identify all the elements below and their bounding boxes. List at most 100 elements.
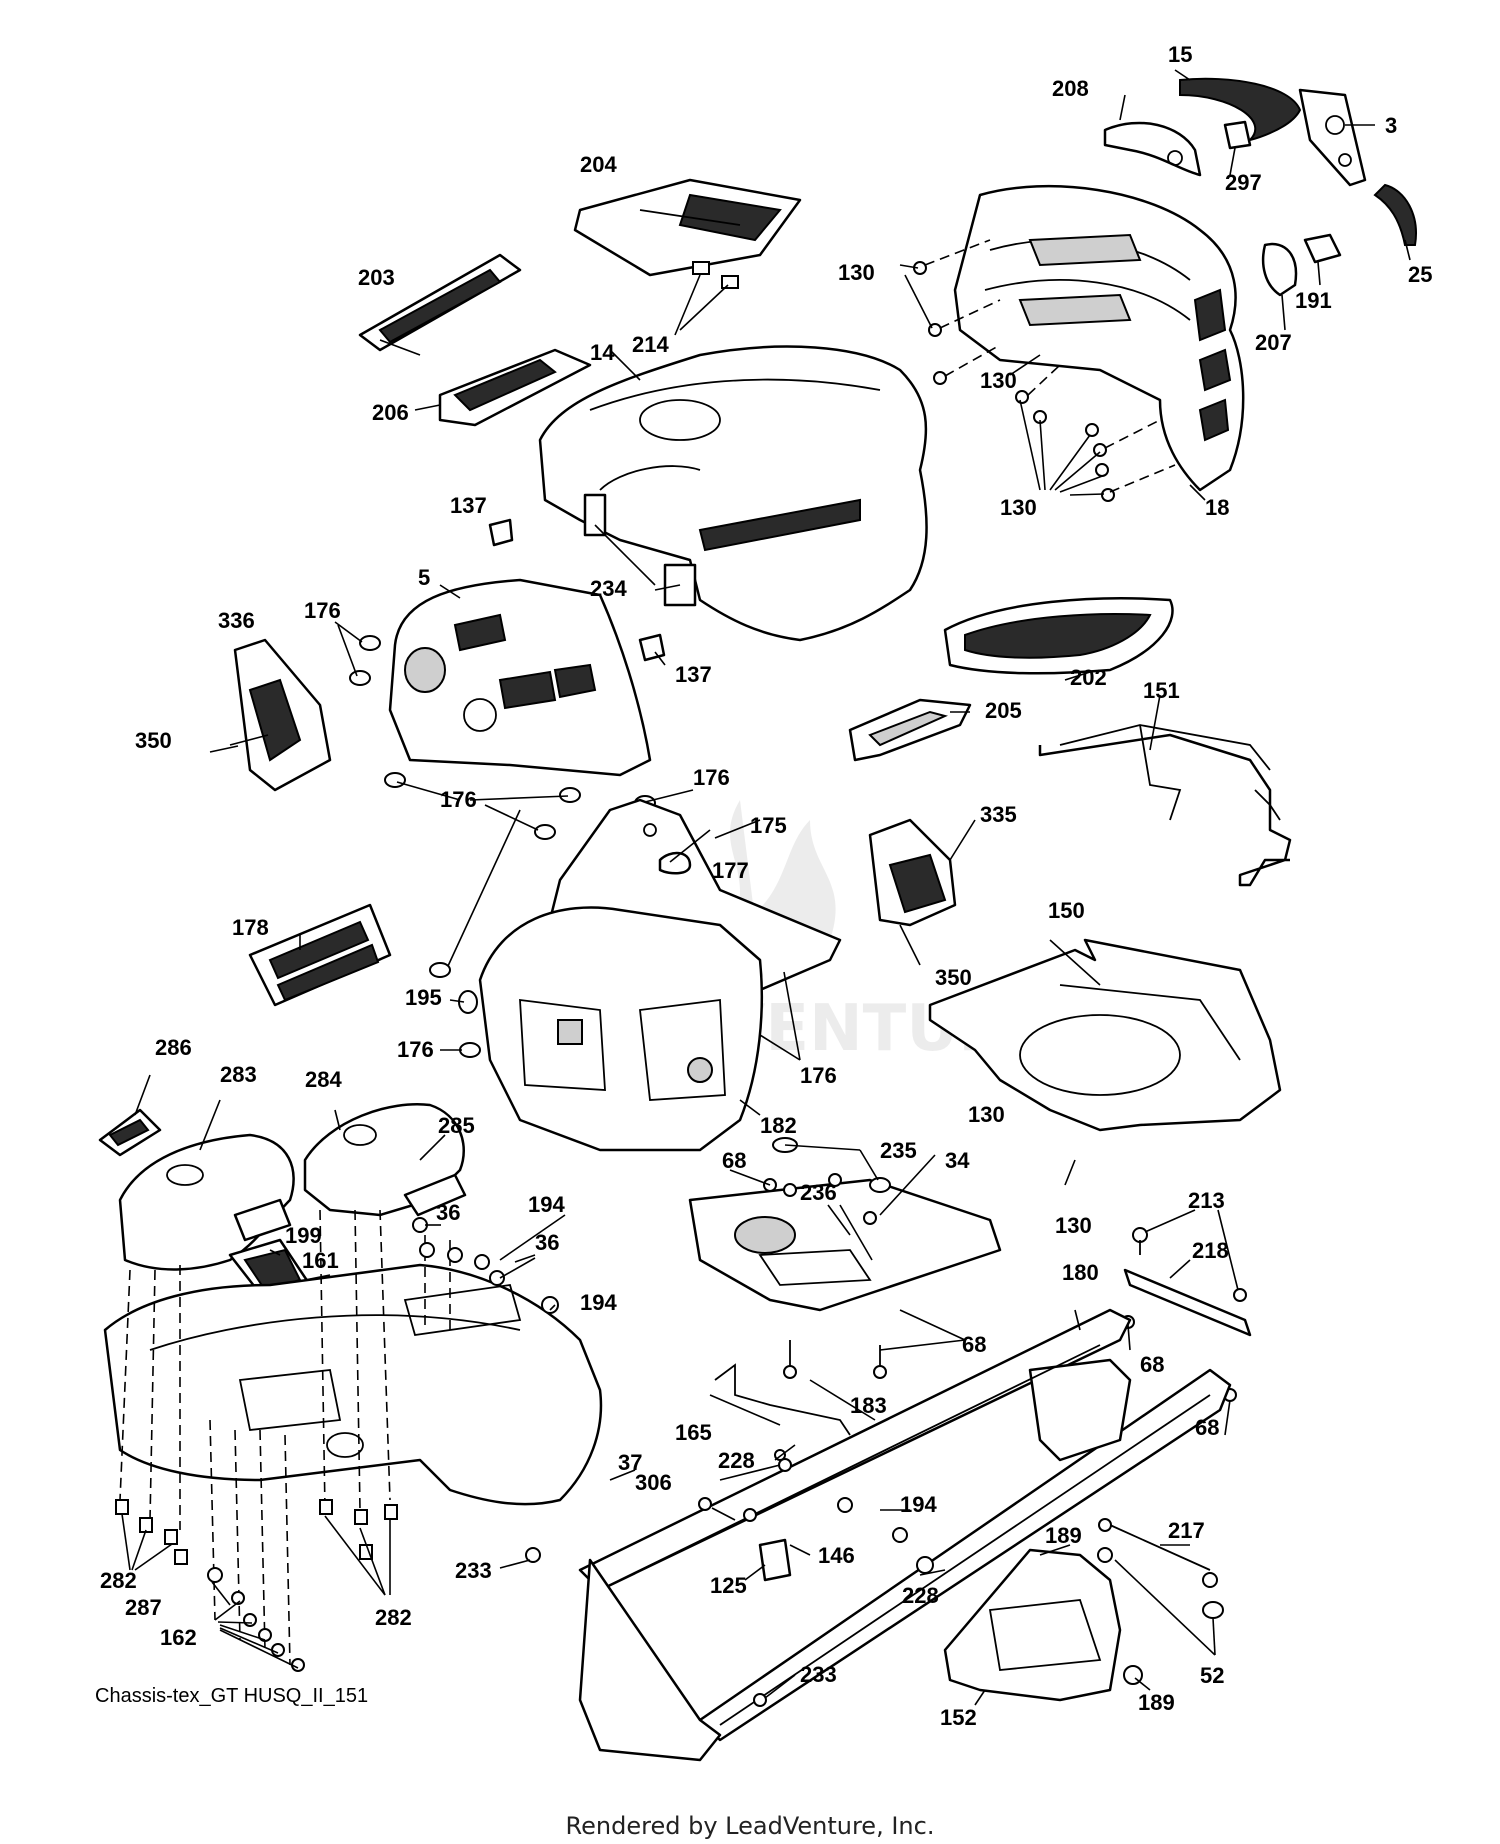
part-177-fitting [658, 851, 692, 875]
part-14-hood [538, 345, 928, 642]
callout-labels: 15 208 3 297 204 25 203 130 191 214 207 … [100, 42, 1432, 1730]
hardware-36-194 [412, 1217, 559, 1314]
callout-285: 285 [438, 1113, 475, 1138]
callout-130e: 130 [1055, 1213, 1092, 1238]
callout-284: 284 [305, 1067, 342, 1092]
callout-25: 25 [1408, 262, 1432, 287]
dashed-leaders [119, 1209, 451, 1666]
callout-130a: 130 [838, 260, 875, 285]
part-282-clips [115, 1499, 398, 1565]
part-137-clip-a [488, 518, 514, 547]
part-18-front-grille [953, 184, 1245, 492]
callout-189b: 189 [1138, 1690, 1175, 1715]
callout-336: 336 [218, 608, 255, 633]
callout-217: 217 [1168, 1518, 1205, 1543]
callout-130c: 130 [1000, 495, 1037, 520]
part-191-clip [1303, 233, 1342, 264]
callout-350a: 350 [135, 728, 172, 753]
callout-137a: 137 [450, 493, 487, 518]
part-206-insert [438, 348, 592, 427]
callout-182: 182 [760, 1113, 797, 1138]
part-3-panel [1298, 88, 1367, 187]
callout-203: 203 [358, 265, 395, 290]
callout-235: 235 [880, 1138, 917, 1163]
callout-3: 3 [1385, 113, 1397, 138]
callout-228a: 228 [718, 1448, 755, 1473]
callout-52: 52 [1200, 1663, 1224, 1688]
callout-206: 206 [372, 400, 409, 425]
frame-hardware [525, 1449, 934, 1707]
callout-191: 191 [1295, 288, 1332, 313]
callout-15: 15 [1168, 42, 1192, 67]
callout-68c: 68 [1140, 1352, 1164, 1377]
part-5-dashboard [388, 578, 652, 777]
callout-287: 287 [125, 1595, 162, 1620]
part-297-knob [1223, 120, 1252, 150]
part-286-cap [98, 1108, 162, 1157]
callout-236: 236 [800, 1180, 837, 1205]
callout-195: 195 [405, 985, 442, 1010]
callout-194a: 194 [528, 1192, 565, 1217]
callout-180: 180 [1062, 1260, 1099, 1285]
callout-286: 286 [155, 1035, 192, 1060]
callout-36b: 36 [535, 1230, 559, 1255]
callout-234: 234 [590, 576, 627, 601]
callout-194c: 194 [900, 1492, 937, 1517]
callout-36a: 36 [436, 1200, 460, 1225]
callout-18: 18 [1205, 495, 1229, 520]
callout-161: 161 [302, 1248, 339, 1273]
callout-37: 37 [618, 1450, 642, 1475]
part-150-floor-pan [928, 938, 1282, 1132]
part-335-side-panel [868, 818, 957, 927]
callout-177: 177 [712, 858, 749, 883]
callout-189a: 189 [1045, 1523, 1082, 1548]
part-152-bracket [943, 1548, 1122, 1702]
callout-194b: 194 [580, 1290, 617, 1315]
callout-125: 125 [710, 1573, 747, 1598]
callout-183: 183 [850, 1393, 887, 1418]
callout-218: 218 [1192, 1238, 1229, 1263]
part-178-plate [248, 903, 392, 1007]
part-162-screws [207, 1567, 305, 1672]
callout-68d: 68 [1195, 1415, 1219, 1440]
callout-175: 175 [750, 813, 787, 838]
part-202-grille [943, 597, 1174, 675]
callout-207: 207 [1255, 330, 1292, 355]
callout-213: 213 [1188, 1188, 1225, 1213]
callout-leaders [121, 69, 1411, 1706]
part-182-dash-frame [478, 906, 764, 1152]
callout-176d: 176 [397, 1037, 434, 1062]
callout-228b: 228 [902, 1583, 939, 1608]
part-203-bar [358, 253, 522, 352]
callout-208: 208 [1052, 76, 1089, 101]
callout-282a: 282 [100, 1568, 137, 1593]
part-34-plate [688, 1137, 1002, 1312]
callout-205: 205 [985, 698, 1022, 723]
callout-233b: 233 [800, 1662, 837, 1687]
callout-282b: 282 [375, 1605, 412, 1630]
part-199-plate [233, 1198, 292, 1242]
part-180-frame [578, 1308, 1232, 1762]
callout-130d: 130 [968, 1102, 1005, 1127]
callout-176a: 176 [304, 598, 341, 623]
callout-199: 199 [285, 1223, 322, 1248]
callout-176c: 176 [693, 765, 730, 790]
callout-204: 204 [580, 152, 617, 177]
part-204-hood-top [573, 178, 802, 277]
callout-283: 283 [220, 1062, 257, 1087]
callout-335: 335 [980, 802, 1017, 827]
callout-202: 202 [1070, 665, 1107, 690]
part-336-side-panel [233, 638, 332, 792]
callout-176b: 176 [440, 787, 477, 812]
rendered-by-footer: Rendered by LeadVenture, Inc. [565, 1812, 935, 1840]
callout-130b: 130 [980, 368, 1017, 393]
callout-178: 178 [232, 915, 269, 940]
callout-146: 146 [818, 1543, 855, 1568]
callout-306: 306 [635, 1470, 672, 1495]
part-285-bracket [403, 1173, 467, 1217]
part-151-bracket [1038, 724, 1292, 887]
part-217-rod [1097, 1518, 1224, 1685]
part-205-trim [848, 698, 972, 762]
callout-151: 151 [1143, 678, 1180, 703]
